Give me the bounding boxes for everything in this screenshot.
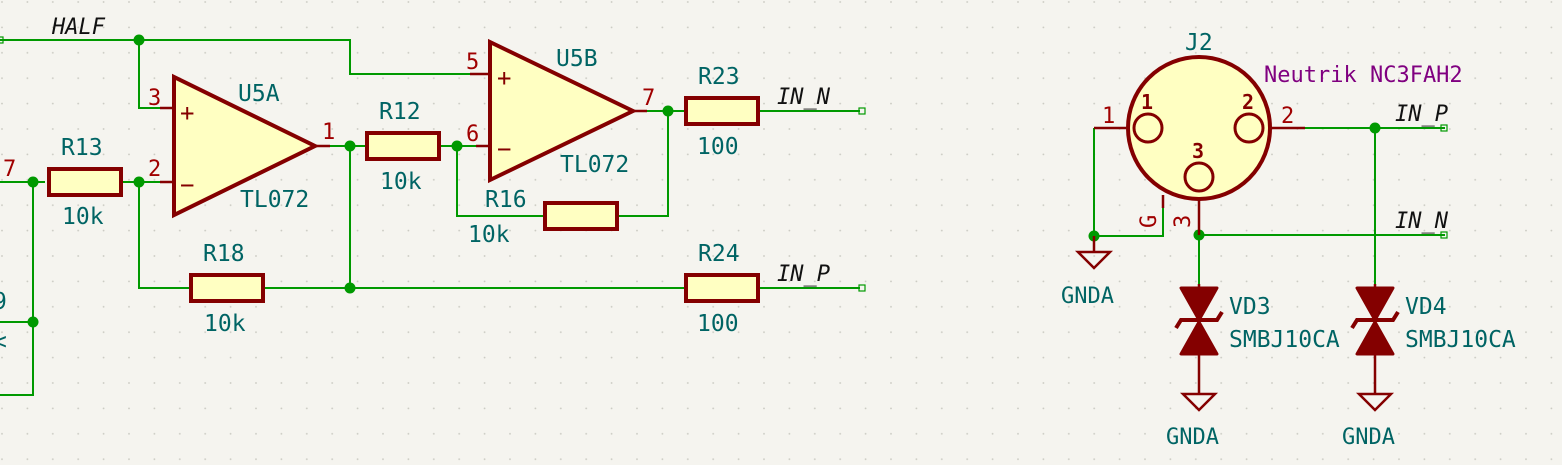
ground-symbol-vd4: GNDA <box>1342 356 1395 450</box>
u5b-pin-plus: 5 <box>466 50 479 75</box>
diode-vd3[interactable]: VD3 SMBJ10CA <box>1174 284 1340 356</box>
r18-ref: R18 <box>203 241 245 267</box>
diode-vd4[interactable]: VD4 SMBJ10CA <box>1350 284 1516 356</box>
wire-half-to-u5a-plus <box>138 40 160 109</box>
wire-u5b-minus-to-r16 <box>456 146 543 217</box>
wires <box>0 39 1445 396</box>
u5b-value: TL072 <box>560 152 629 178</box>
r16-ref: R16 <box>485 187 527 213</box>
net-label-in-p: IN_P <box>777 262 830 287</box>
u5a-pin-plus: 3 <box>148 86 161 111</box>
wire-r16-feedback <box>617 111 669 217</box>
u5a-value: TL072 <box>240 187 309 213</box>
gnd-vd4-label: GNDA <box>1342 425 1395 450</box>
resistor-r18[interactable]: R18 10k <box>189 241 265 337</box>
j2-value: Neutrik NC3FAH2 <box>1264 63 1463 88</box>
r23-value: 100 <box>697 134 739 160</box>
j2-pin2-label: 2 <box>1242 90 1254 114</box>
j2-ground-label: G <box>1137 215 1162 228</box>
left-cut-text-2: < <box>0 329 7 355</box>
ground-symbol-vd3: GNDA <box>1166 356 1219 450</box>
u5b-plus-sign: + <box>497 64 511 92</box>
j2-socket-1 <box>1132 112 1164 144</box>
opamp-u5b[interactable]: + − 5 6 7 U5B TL072 <box>466 38 655 184</box>
r23-ref: R23 <box>698 64 740 90</box>
u5a-pin-out: 1 <box>322 120 335 145</box>
net-label-in-n: IN_N <box>777 85 831 110</box>
connector-j2[interactable]: 1 2 3 1 2 3 G J2 Neutrik NC3FAH2 <box>1094 30 1463 235</box>
r13-ref: R13 <box>61 135 103 161</box>
j2-pin2-number: 2 <box>1281 104 1294 129</box>
wire-u5a-minus-to-r18 <box>138 182 190 289</box>
left-pin-number: 7 <box>3 157 16 182</box>
left-cut-text-1: 9 <box>0 289 7 315</box>
gnd-vd3-label: GNDA <box>1166 425 1219 450</box>
vd3-ref: VD3 <box>1229 294 1271 320</box>
r13-value: 10k <box>62 204 104 230</box>
net-label-in-p-right: IN_P <box>1395 102 1448 127</box>
r24-value: 100 <box>697 311 739 337</box>
net-label-in-n-right: IN_N <box>1395 209 1449 234</box>
j2-pin1-number: 1 <box>1102 104 1115 129</box>
u5a-ref: U5A <box>238 81 280 107</box>
u5b-ref: U5B <box>556 46 598 72</box>
r12-ref: R12 <box>379 99 421 125</box>
wire-left-vertical <box>0 182 34 396</box>
j2-socket-3 <box>1183 161 1215 193</box>
resistor-r13[interactable]: R13 10k <box>47 135 123 230</box>
opamp-u5a[interactable]: + − 3 2 1 U5A TL072 <box>148 73 335 219</box>
u5a-pin-minus: 2 <box>148 157 161 182</box>
ground-symbol-left: GNDA <box>1061 236 1114 309</box>
vd3-value: SMBJ10CA <box>1229 327 1340 353</box>
net-label-half: HALF <box>51 15 106 40</box>
net-label-ends <box>0 36 1448 292</box>
j2-pin1-label: 1 <box>1141 90 1153 114</box>
r12-value: 10k <box>380 169 422 195</box>
gnd-left-label: GNDA <box>1061 284 1114 309</box>
u5b-pin-out: 7 <box>642 86 655 111</box>
wire-half-net <box>0 39 470 75</box>
u5b-pin-minus: 6 <box>466 122 479 147</box>
resistor-r23[interactable]: R23 100 <box>684 64 760 160</box>
u5a-plus-sign: + <box>180 99 194 127</box>
resistor-r16[interactable]: R16 10k <box>468 187 619 248</box>
resistor-r24[interactable]: R24 100 <box>684 241 760 337</box>
u5b-minus-sign: − <box>497 135 511 163</box>
j2-socket-2 <box>1233 112 1265 144</box>
vd4-ref: VD4 <box>1405 294 1447 320</box>
j2-pin3-number: 3 <box>1171 215 1196 228</box>
r18-value: 10k <box>204 311 246 337</box>
r16-value: 10k <box>468 222 510 248</box>
j2-ref: J2 <box>1185 30 1213 56</box>
r24-ref: R24 <box>698 241 740 267</box>
resistor-r12[interactable]: R12 10k <box>365 99 441 195</box>
j2-pin3-label: 3 <box>1192 139 1204 163</box>
u5a-minus-sign: − <box>180 171 194 199</box>
wire-j2-ground <box>1094 208 1164 237</box>
vd4-value: SMBJ10CA <box>1405 327 1516 353</box>
